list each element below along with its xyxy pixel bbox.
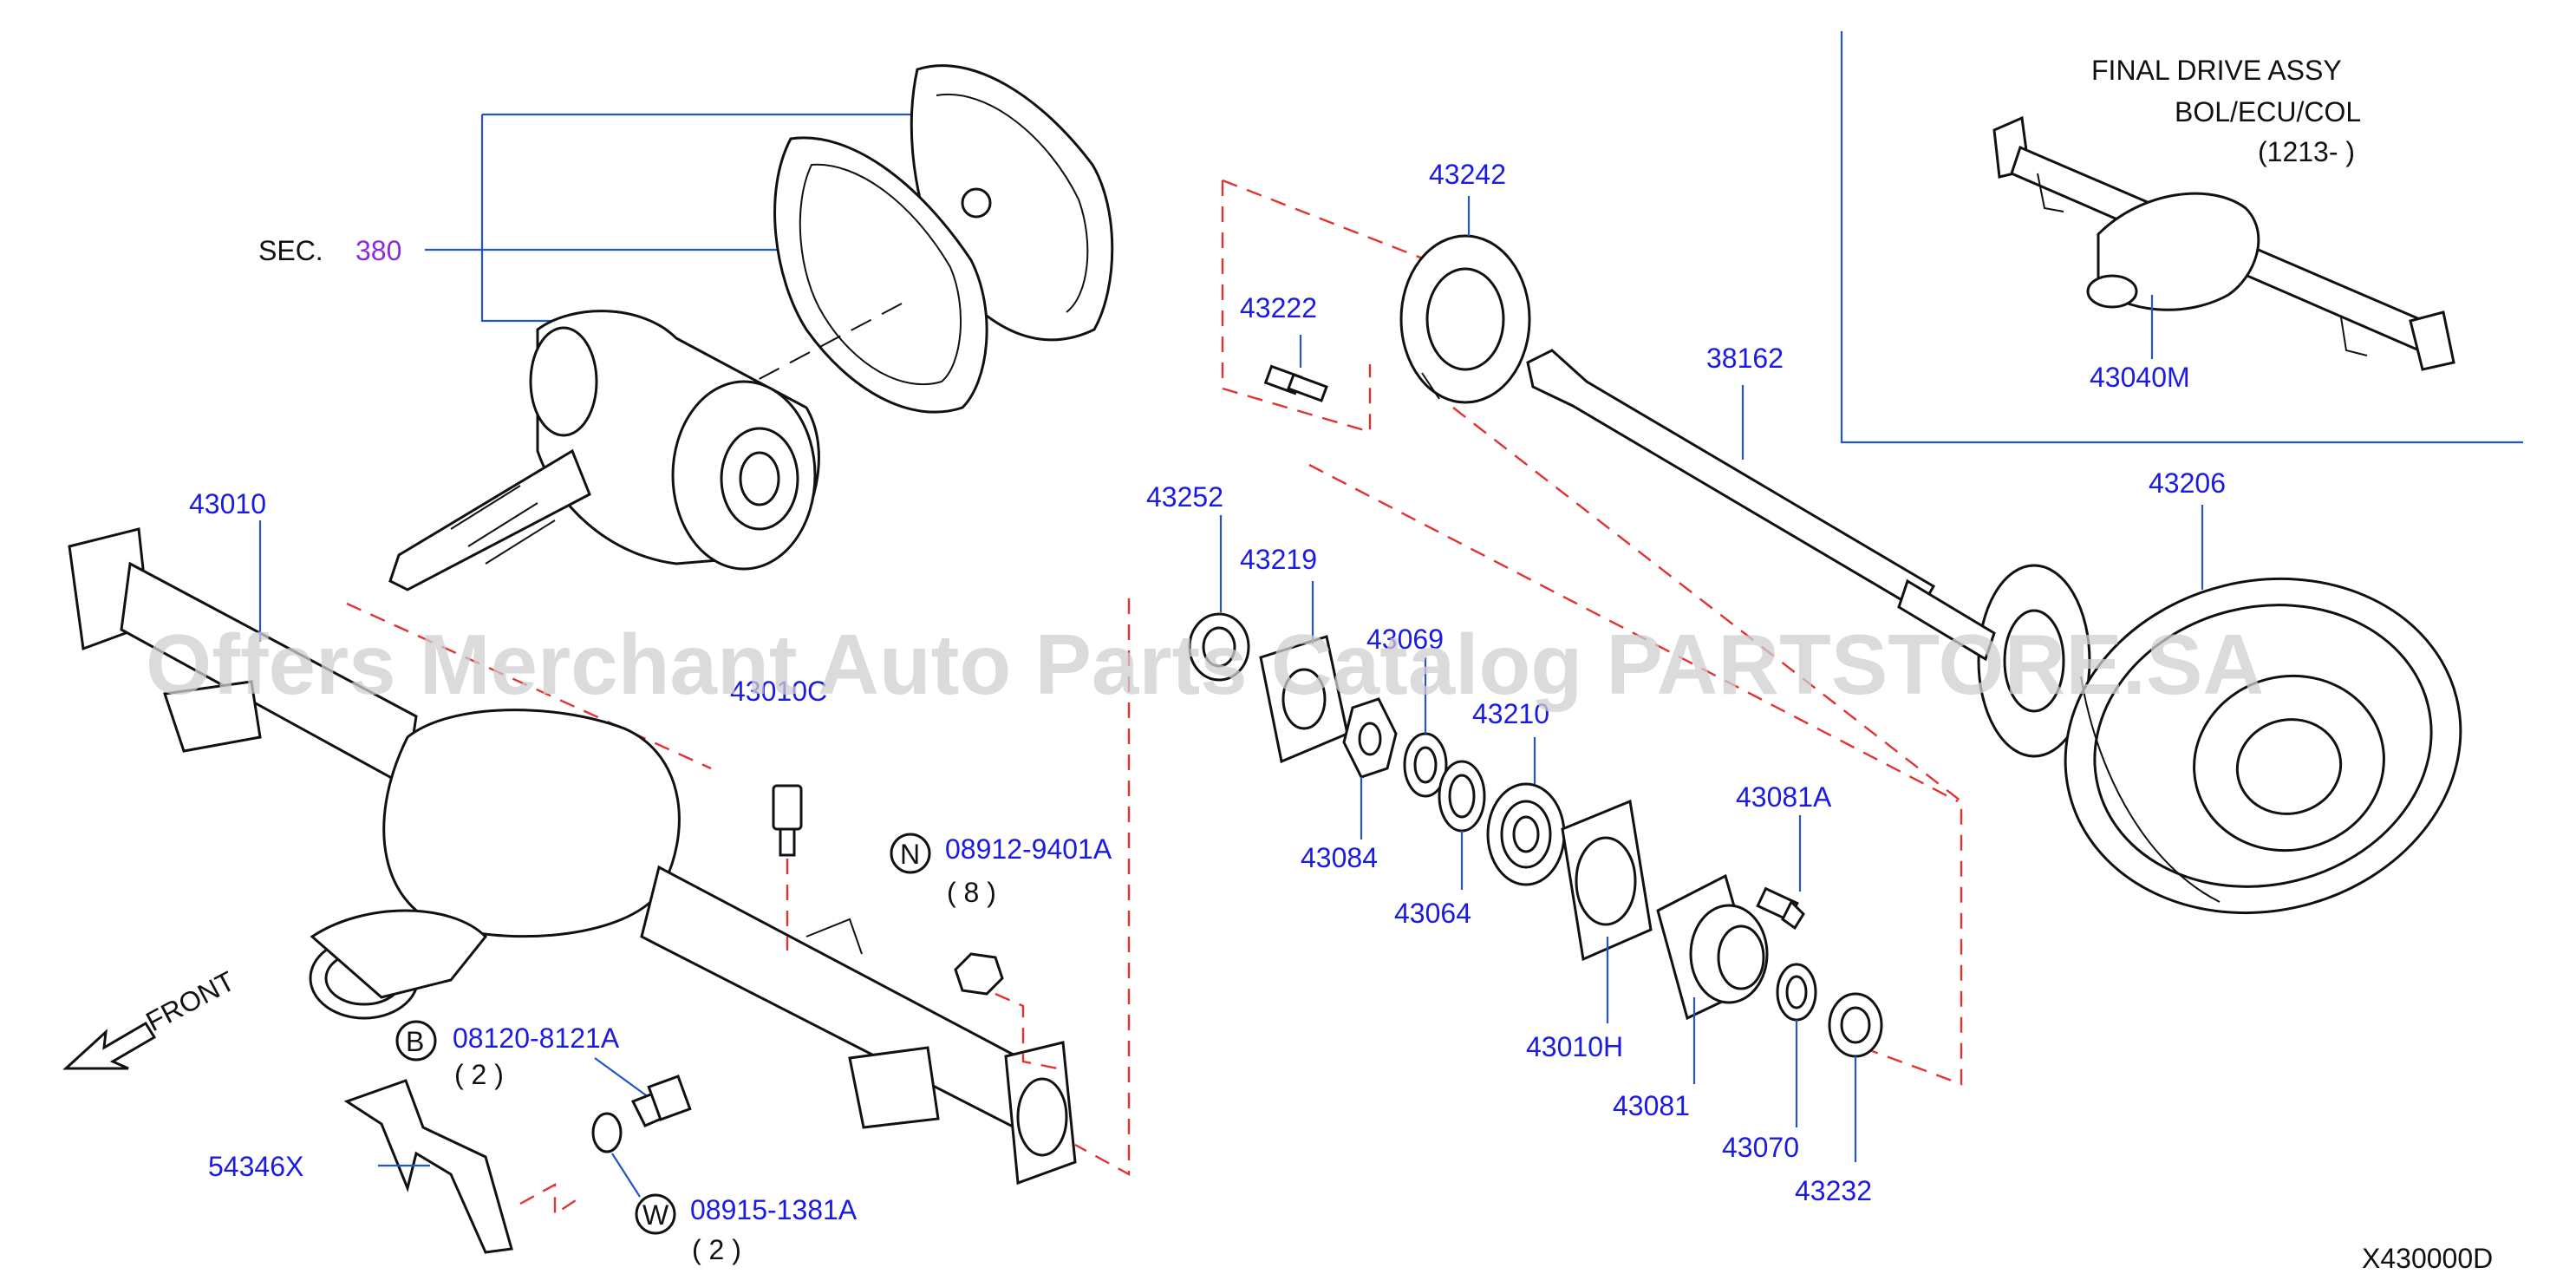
assembly-dash-left: [1074, 598, 1131, 1177]
label-43081[interactable]: 43081: [1613, 1090, 1690, 1121]
bolt-leader: [594, 1057, 653, 1101]
nut-marker: N: [900, 839, 920, 870]
label-43064[interactable]: 43064: [1394, 898, 1471, 929]
nut-qty: ( 8 ): [947, 877, 996, 908]
differential-carrier: [388, 310, 820, 591]
washer-43069-drawing: [1403, 732, 1448, 798]
section-prefix: SEC.: [258, 235, 323, 266]
inset-border: [1840, 31, 2523, 444]
carrier-dash: [346, 602, 712, 770]
label-43084[interactable]: 43084: [1301, 842, 1378, 873]
label-43242[interactable]: 43242: [1429, 159, 1506, 190]
inset-title-line3: (1213- ): [2258, 136, 2355, 167]
lock-nut-drawing: [1342, 697, 1398, 779]
brake-drum-drawing: [2064, 577, 2462, 915]
washer-marker: W: [642, 1199, 669, 1231]
label-43070[interactable]: 43070: [1722, 1132, 1799, 1163]
label-43219[interactable]: 43219: [1240, 544, 1317, 575]
label-43210[interactable]: 43210: [1472, 698, 1549, 729]
brake-plate-dash: [1221, 180, 1372, 434]
bolt-fastener: B 08120-8121A ( 2 ): [395, 1020, 692, 1127]
nut-fastener: N 08912-9401A ( 8 ): [890, 833, 1112, 1070]
label-43081a[interactable]: 43081A: [1736, 781, 1832, 813]
seal-43232-drawing: [1828, 992, 1883, 1058]
bearing-drawing: [1486, 782, 1566, 886]
label-axle-housing[interactable]: 43010: [189, 488, 266, 519]
oil-seal-drawing: [1188, 612, 1250, 682]
axle-shaft-drawing: [1526, 349, 2091, 758]
hub-bolt-drawing: [1756, 886, 1805, 931]
inset-axle-drawing: [1992, 115, 2455, 371]
label-bracket[interactable]: 54346X: [208, 1151, 303, 1182]
label-43206[interactable]: 43206: [2149, 467, 2226, 499]
washer-fastener: W 08915-1381A ( 2 ): [591, 1112, 858, 1265]
label-43232[interactable]: 43232: [1795, 1175, 1872, 1206]
inset-title-line2: BOL/ECU/COL: [2175, 96, 2361, 127]
bolt-marker: B: [406, 1026, 424, 1057]
shim-43222-drawing: [1263, 364, 1328, 402]
shaft-axis-dash: [1308, 463, 1959, 803]
front-indicator: FRONT: [62, 965, 240, 1070]
front-arrow-icon: [62, 1021, 157, 1070]
retainer-drawing: [1561, 799, 1653, 962]
front-label: FRONT: [140, 965, 239, 1038]
nut-part-number[interactable]: 08912-9401A: [945, 833, 1112, 865]
label-43069[interactable]: 43069: [1366, 624, 1444, 655]
brake-plate-drawing: [1399, 234, 1531, 404]
label-breather[interactable]: 43010C: [730, 676, 827, 707]
bolt-qty: ( 2 ): [454, 1059, 504, 1090]
diff-axis-line: [753, 303, 903, 382]
bolt-part-number[interactable]: 08120-8121A: [453, 1022, 620, 1054]
section-reference: SEC. 380: [258, 113, 916, 323]
inset-part-label: 43040M: [2090, 362, 2190, 393]
watermark: Offers Merchant Auto Parts Catalog PARTS…: [146, 617, 2264, 712]
inset-panel: FINAL DRIVE ASSY BOL/ECU/COL (1213- ) 43…: [1840, 31, 2523, 444]
label-43252[interactable]: 43252: [1146, 481, 1223, 513]
bracket-drawing: [343, 1079, 582, 1254]
washer-leader: [611, 1153, 641, 1198]
brake-plate-dash-top: [1222, 179, 1428, 262]
spacer-43064-drawing: [1438, 760, 1486, 833]
assembly-dash-right: [1452, 407, 1963, 1086]
diagram-code: X430000D: [2362, 1243, 2493, 1274]
section-number: 380: [355, 235, 401, 266]
washer-qty: ( 2 ): [692, 1234, 741, 1265]
washer-part-number[interactable]: 08915-1381A: [690, 1194, 858, 1225]
gasket-drawing: [1259, 635, 1349, 764]
inset-title-line1: FINAL DRIVE ASSY: [2091, 55, 2342, 86]
label-43010h[interactable]: 43010H: [1526, 1031, 1623, 1062]
label-38162[interactable]: 38162: [1706, 343, 1784, 374]
sec-bracket: [480, 114, 577, 323]
breather-drawing: [772, 784, 803, 857]
bracket-dash: [519, 1182, 582, 1217]
label-43222[interactable]: 43222: [1240, 292, 1317, 323]
spacer-43070-drawing: [1776, 963, 1817, 1022]
nut-dash: [995, 992, 1059, 1070]
hub-drawing: [1656, 873, 1769, 1021]
axle-housing-drawing: [68, 527, 1077, 1186]
